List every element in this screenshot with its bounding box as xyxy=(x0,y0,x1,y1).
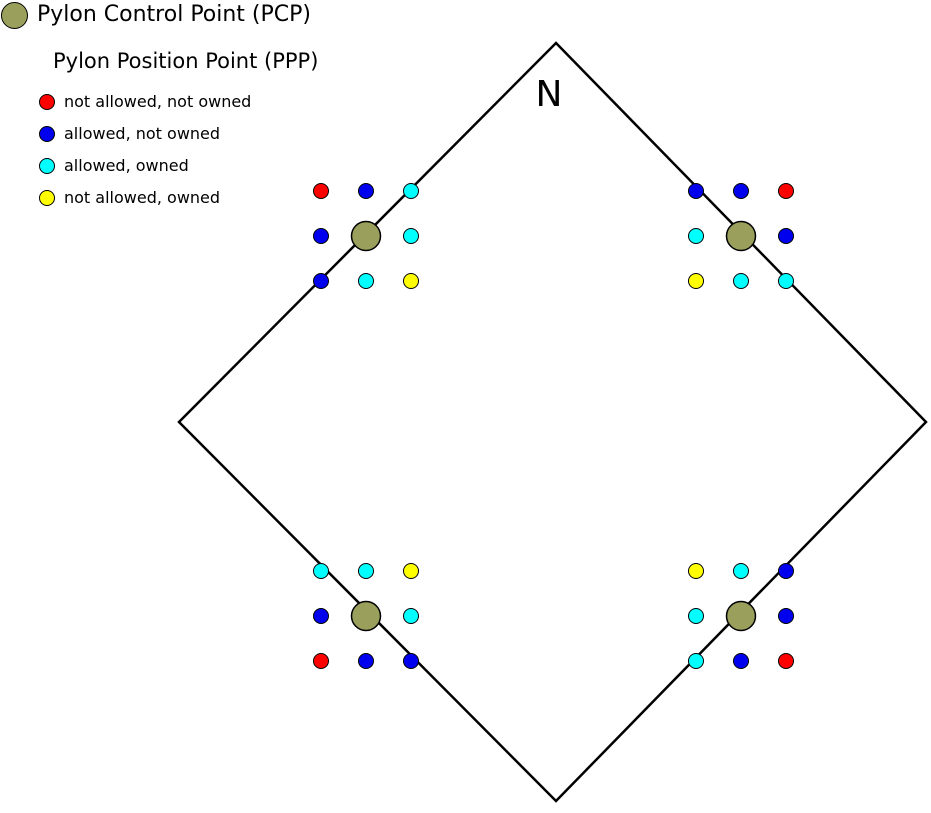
legend-item-red: not allowed, not owned xyxy=(39,94,318,110)
ppp-dot-red-upper-left xyxy=(313,183,329,199)
ppp-dot-blue-upper-right xyxy=(778,228,794,244)
ppp-dot-yellow-upper-right xyxy=(688,273,704,289)
ppp-dot-blue-lower-right xyxy=(778,563,794,579)
ppp-dot-cyan-lower-right xyxy=(733,563,749,579)
ppp-dot-cyan-upper-left xyxy=(358,273,374,289)
ppp-dot-red-lower-left xyxy=(313,653,329,669)
pcp-circles-group xyxy=(350,220,757,632)
ppp-dot-blue-upper-right xyxy=(688,183,704,199)
ppp-dot-cyan-upper-left xyxy=(403,183,419,199)
ppp-dot-blue-lower-left xyxy=(313,608,329,624)
pcp-legend-label: Pylon Control Point (PCP) xyxy=(37,2,311,27)
legend-item-label: not allowed, not owned xyxy=(64,92,252,111)
pcp-circle-lower-left xyxy=(350,600,382,632)
ppp-dot-blue-lower-left xyxy=(403,653,419,669)
ppp-dot-red-upper-right xyxy=(778,183,794,199)
ppp-dot-cyan-upper-right xyxy=(778,273,794,289)
legend: Pylon Control Point (PCP) Pylon Position… xyxy=(0,0,318,222)
red-dot-icon xyxy=(39,94,55,110)
ppp-dot-yellow-lower-right xyxy=(688,563,704,579)
ppp-dot-red-lower-right xyxy=(778,653,794,669)
ppp-dot-blue-upper-left xyxy=(313,273,329,289)
pcp-legend-circle xyxy=(1,1,28,29)
ppp-dot-blue-lower-right xyxy=(778,608,794,624)
ppp-dot-cyan-upper-left xyxy=(403,228,419,244)
diamond-outline xyxy=(177,41,928,803)
ppp-dot-cyan-lower-left xyxy=(313,563,329,579)
pcp-circle-upper-left xyxy=(350,220,382,252)
ppp-dot-yellow-lower-left xyxy=(403,563,419,579)
ppp-dot-cyan-upper-right xyxy=(688,228,704,244)
ppp-dot-blue-lower-right xyxy=(733,653,749,669)
north-label: N xyxy=(536,74,563,115)
legend-item-label: not allowed, owned xyxy=(64,188,221,207)
legend-item-blue: allowed, not owned xyxy=(39,126,318,142)
ppp-dot-cyan-lower-left xyxy=(358,563,374,579)
legend-item-label: allowed, owned xyxy=(64,156,189,175)
legend-pcp-row: Pylon Control Point (PCP) xyxy=(0,0,318,30)
blue-dot-icon xyxy=(39,126,55,142)
ppp-dot-cyan-lower-left xyxy=(403,608,419,624)
ppp-legend-title: Pylon Position Point (PPP) xyxy=(53,49,319,73)
pcp-circle-lower-right xyxy=(725,600,757,632)
ppp-dot-cyan-lower-right xyxy=(688,608,704,624)
legend-item-label: allowed, not owned xyxy=(64,124,221,143)
ppp-dot-blue-lower-left xyxy=(358,653,374,669)
ppp-dot-blue-upper-left xyxy=(358,183,374,199)
ppp-dot-cyan-lower-right xyxy=(688,653,704,669)
pcp-circle-upper-right xyxy=(725,220,757,252)
legend-item-yellow: not allowed, owned xyxy=(39,190,318,206)
yellow-dot-icon xyxy=(39,190,55,206)
ppp-dot-blue-upper-left xyxy=(313,228,329,244)
ppp-dots-group xyxy=(313,183,794,669)
ppp-dot-yellow-upper-left xyxy=(403,273,419,289)
cyan-dot-icon xyxy=(39,158,55,174)
ppp-dot-cyan-upper-right xyxy=(733,273,749,289)
legend-item-cyan: allowed, owned xyxy=(39,158,318,174)
ppp-dot-blue-upper-right xyxy=(733,183,749,199)
